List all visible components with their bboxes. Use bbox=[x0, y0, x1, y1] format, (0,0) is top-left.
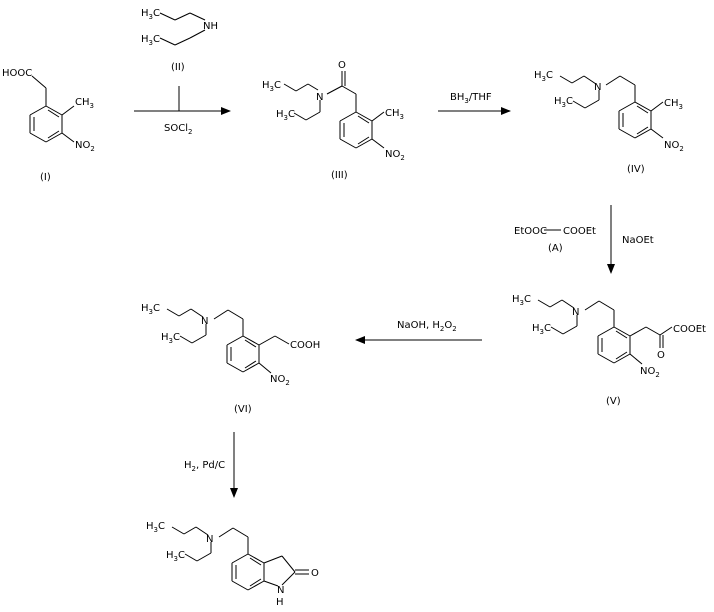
compound-VI-nitro: NO2 bbox=[270, 374, 290, 387]
reagent-bh3-thf: BH3/THF bbox=[450, 92, 492, 105]
compound-VI-h3c-b: H3C bbox=[161, 332, 180, 345]
reagent-oxalate-right: COOEt bbox=[563, 226, 596, 237]
compound-V-structure bbox=[537, 299, 673, 365]
product-structure bbox=[171, 526, 309, 591]
product-h3c-a: H3C bbox=[146, 521, 165, 534]
compound-IV-structure bbox=[559, 75, 664, 139]
compound-VI-h3c-a: H3C bbox=[141, 303, 160, 316]
compound-II-h3c-a: H3C bbox=[141, 8, 160, 21]
compound-III-nitro: NO2 bbox=[385, 149, 405, 162]
reagent-naoet: NaOEt bbox=[622, 235, 654, 246]
compound-V-id: (V) bbox=[606, 396, 621, 407]
reagent-oxalate-id: (A) bbox=[548, 243, 563, 254]
compound-VI-id: (VI) bbox=[234, 404, 252, 415]
compound-IV-h3c-a: H3C bbox=[534, 70, 553, 83]
reagent-socl2: SOCl2 bbox=[164, 123, 192, 136]
compound-II-nh: NH bbox=[203, 21, 218, 32]
compound-II-h3c-b: H3C bbox=[141, 34, 160, 47]
product-h3c-b: H3C bbox=[166, 550, 185, 563]
compound-V-h3c-b: H3C bbox=[532, 323, 551, 336]
compound-V-ester: COOEt bbox=[673, 324, 706, 335]
compound-IV-id: (IV) bbox=[627, 164, 645, 175]
compound-VI-n: N bbox=[201, 316, 208, 327]
compound-I-acid-label: HOOC bbox=[2, 68, 32, 79]
compound-I-id: (I) bbox=[40, 172, 51, 183]
compound-IV-methyl: CH3 bbox=[664, 98, 683, 111]
product-n: N bbox=[206, 534, 213, 545]
compound-III-methyl: CH3 bbox=[385, 108, 404, 121]
compound-III-o: O bbox=[338, 60, 346, 71]
compound-I-methyl-label: CH3 bbox=[75, 97, 94, 110]
compound-V-nitro: NO2 bbox=[640, 366, 660, 379]
product-o: O bbox=[311, 568, 319, 579]
compound-III-id: (III) bbox=[331, 170, 348, 181]
product-nh-n: N bbox=[277, 585, 284, 596]
compound-II-structure bbox=[159, 12, 206, 46]
compound-III-h3c-b: H3C bbox=[276, 109, 295, 122]
reagent-h2-pdc: H2, Pd/C bbox=[184, 460, 225, 473]
compound-V-o: O bbox=[657, 350, 665, 361]
product-nh-h: H bbox=[276, 597, 284, 608]
compound-IV-nitro: NO2 bbox=[664, 140, 684, 153]
compound-VI-acid: COOH bbox=[290, 340, 320, 351]
compound-III-structure bbox=[283, 71, 385, 149]
compound-I-nitro-label: NO2 bbox=[75, 140, 95, 153]
compound-IV-n: N bbox=[594, 82, 601, 93]
compound-II-id: (II) bbox=[171, 62, 185, 73]
compound-IV-h3c-b: H3C bbox=[554, 96, 573, 109]
reagent-oxalate-left: EtOOC bbox=[514, 226, 547, 237]
compound-VI-structure bbox=[166, 308, 290, 374]
compound-V-n: N bbox=[572, 307, 579, 318]
compound-I-structure bbox=[29, 75, 75, 143]
compound-III-h3c-a: H3C bbox=[262, 80, 281, 93]
reagent-naoh-h2o2: NaOH, H2O2 bbox=[397, 320, 457, 333]
compound-III-n: N bbox=[316, 92, 323, 103]
compound-V-h3c-a: H3C bbox=[512, 294, 531, 307]
